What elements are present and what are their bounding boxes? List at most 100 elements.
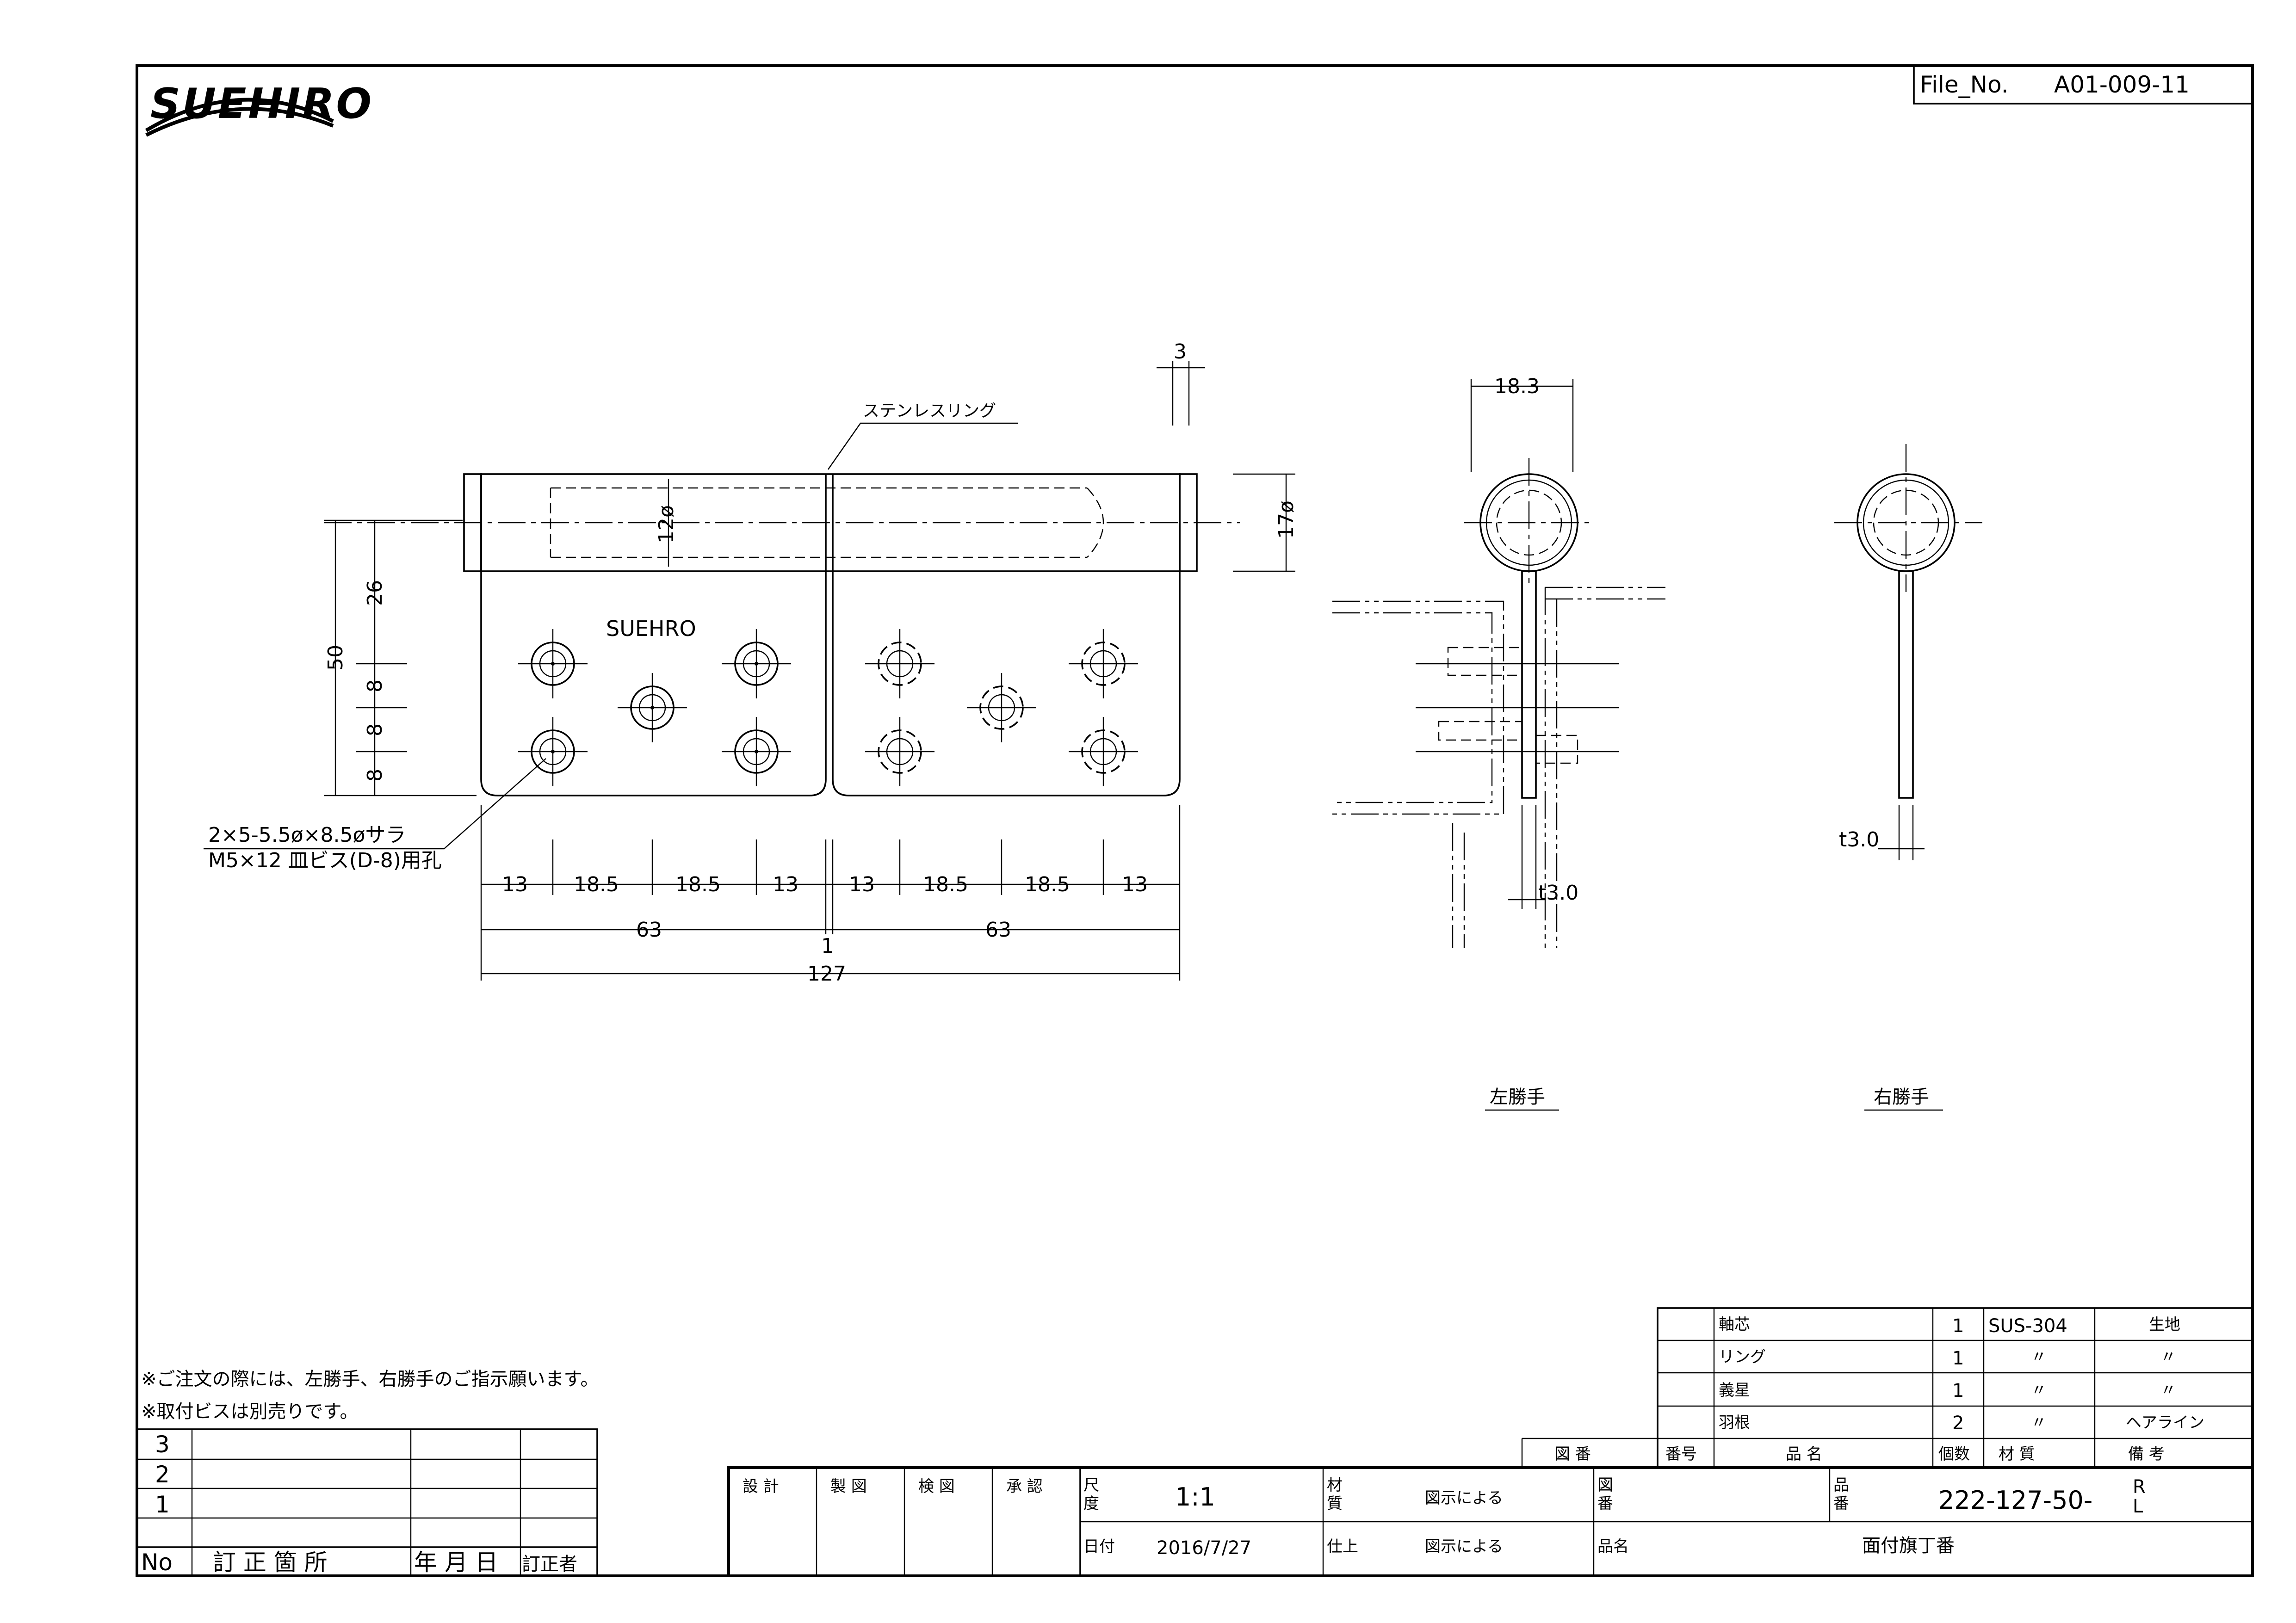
screw-hole (722, 629, 791, 698)
product-name-label: 品名 (1597, 1537, 1629, 1556)
approval-approve: 承 認 (1006, 1477, 1043, 1496)
dim-h2: 18.5 (574, 873, 619, 896)
revision-header-no: No (141, 1549, 173, 1576)
parts-header-material: 材 質 (1999, 1445, 2035, 1463)
dim-h5: 13 (849, 873, 875, 896)
file-no-value: A01-009-11 (2054, 71, 2190, 98)
side-right-caption: 右勝手 (1874, 1086, 1929, 1108)
suehiro-logo: SUEHIRO (145, 80, 373, 137)
side-view-left: 18.3 t3.0 左勝手 (1332, 375, 1665, 1111)
finish-value: 図示による (1425, 1537, 1503, 1556)
leaf-stamp: SUEHRO (606, 616, 696, 641)
date-label: 日付 (1083, 1537, 1115, 1556)
dim-height-d: 8 (363, 769, 387, 782)
revision-header-date: 年 月 日 (414, 1549, 498, 1576)
revision-row-2: 2 (155, 1461, 170, 1488)
front-view: SUEHRO ステンレスリング 3 12ø (204, 340, 1298, 986)
side-left-width-dim: 18.3 (1494, 375, 1540, 398)
parts-row3-note: 〃 (2160, 1381, 2176, 1400)
parts-row4-name: 羽根 (1719, 1413, 1750, 1432)
scale-label-1: 尺 (1083, 1476, 1099, 1494)
screw-hole (518, 629, 588, 698)
drawing-no-label-1: 図 (1597, 1476, 1613, 1494)
dim-overall: 127 (807, 962, 846, 986)
revision-table: 3 2 1 No 訂 正 箇 所 年 月 日 訂正者 (136, 1428, 598, 1577)
horizontal-dimensions: 13 18.5 18.5 13 13 18.5 18.5 13 63 1 63 … (480, 805, 1181, 986)
screw-hole (618, 673, 687, 742)
date-value: 2016/7/27 (1157, 1537, 1251, 1559)
parts-row3-material: 〃 (2031, 1381, 2047, 1400)
product-no-label-1: 品 (1833, 1476, 1849, 1494)
revision-header-reviser: 訂正者 (522, 1554, 577, 1575)
material-label-2: 質 (1327, 1494, 1343, 1513)
dim-height-b: 8 (363, 679, 387, 692)
scale-value: 1:1 (1175, 1482, 1215, 1512)
ring-label: ステンレスリング (863, 401, 996, 420)
scale-label-2: 度 (1083, 1494, 1099, 1513)
hole-note-line1: 2×5-5.5ø×8.5øサラ (208, 823, 406, 847)
dim-gap: 1 (821, 934, 834, 958)
title-block: 設 計 製 図 検 図 承 認 尺 度 1:1 日付 2016/7/27 材 質… (727, 1466, 2254, 1577)
parts-row3-qty: 1 (1952, 1380, 1964, 1401)
parts-row2-qty: 1 (1952, 1348, 1964, 1369)
hidden-hole (967, 673, 1036, 742)
parts-header-qty: 個数 (1938, 1445, 1970, 1463)
dim-pin-dia: 12ø (655, 505, 678, 543)
parts-row1-qty: 1 (1952, 1315, 1964, 1337)
approval-check: 検 図 (918, 1477, 955, 1496)
parts-row3-name: 義星 (1719, 1381, 1750, 1400)
hidden-hole (1069, 629, 1138, 698)
product-no-r: R (2133, 1476, 2146, 1498)
parts-row1-material: SUS-304 (1988, 1315, 2067, 1337)
product-no-l: L (2133, 1496, 2143, 1517)
revision-row-1: 1 (155, 1491, 170, 1518)
material-label-1: 材 (1327, 1476, 1343, 1494)
parts-row2-note: 〃 (2160, 1348, 2176, 1366)
finish-label: 仕上 (1327, 1537, 1358, 1556)
dim-h6: 18.5 (923, 873, 968, 896)
material-value: 図示による (1425, 1489, 1503, 1507)
approval-drafting: 製 図 (830, 1477, 867, 1496)
parts-header-remarks: 備 考 (2128, 1445, 2165, 1463)
parts-header-number: 番号 (1665, 1445, 1697, 1463)
screw-hole (518, 717, 588, 786)
parts-row4-material: 〃 (2031, 1413, 2047, 1432)
revision-header-location: 訂 正 箇 所 (213, 1549, 328, 1576)
product-no-label-2: 番 (1833, 1494, 1849, 1513)
note-1: ※ご注文の際には、左勝手、右勝手のご指示願います。 (141, 1369, 599, 1390)
logo-text: SUEHIRO (150, 80, 373, 128)
right-leaf-holes (865, 629, 1138, 786)
screw-hole (722, 717, 791, 786)
note-2: ※取付ビスは別売りです。 (141, 1401, 359, 1422)
dim-h4: 13 (773, 873, 798, 896)
parts-row4-qty: 2 (1952, 1413, 1964, 1434)
hole-note-line2: M5×12 皿ビス(D-8)用孔 (208, 849, 442, 872)
dim-ring-width: 3 (1174, 340, 1187, 364)
side-view-right: t3.0 右勝手 (1834, 444, 1982, 1111)
side-left-thickness: t3.0 (1538, 881, 1578, 905)
dim-height-total: 50 (324, 645, 347, 671)
hidden-hole (865, 717, 934, 786)
approval-design: 設 計 (743, 1477, 779, 1496)
dim-leaf-left: 63 (636, 918, 662, 942)
dim-h7: 18.5 (1025, 873, 1070, 896)
drawing-no-label-2: 番 (1597, 1494, 1613, 1513)
parts-row2-name: リング (1719, 1348, 1766, 1366)
dim-h1: 13 (502, 873, 528, 896)
parts-row2-material: 〃 (2031, 1348, 2047, 1366)
parts-row1-note: 生地 (2149, 1315, 2180, 1334)
hidden-hole (865, 629, 934, 698)
leaf-left (480, 571, 827, 796)
dim-h3: 18.5 (675, 873, 721, 896)
revision-row-3: 3 (155, 1431, 170, 1458)
dim-leaf-right: 63 (985, 918, 1011, 942)
product-no-value: 222-127-50- (1938, 1486, 2092, 1515)
dim-knuckle-dia: 17ø (1275, 500, 1298, 539)
product-name-value: 面付旗丁番 (1862, 1535, 1955, 1556)
parts-row1-name: 軸芯 (1719, 1315, 1750, 1334)
left-leaf-holes (518, 629, 791, 786)
parts-header-name: 品 名 (1786, 1445, 1822, 1463)
hidden-hole (1069, 717, 1138, 786)
parts-table: 軸芯 1 SUS-304 生地 リング 1 〃 〃 義星 1 〃 〃 羽根 2 … (1521, 1307, 2253, 1469)
